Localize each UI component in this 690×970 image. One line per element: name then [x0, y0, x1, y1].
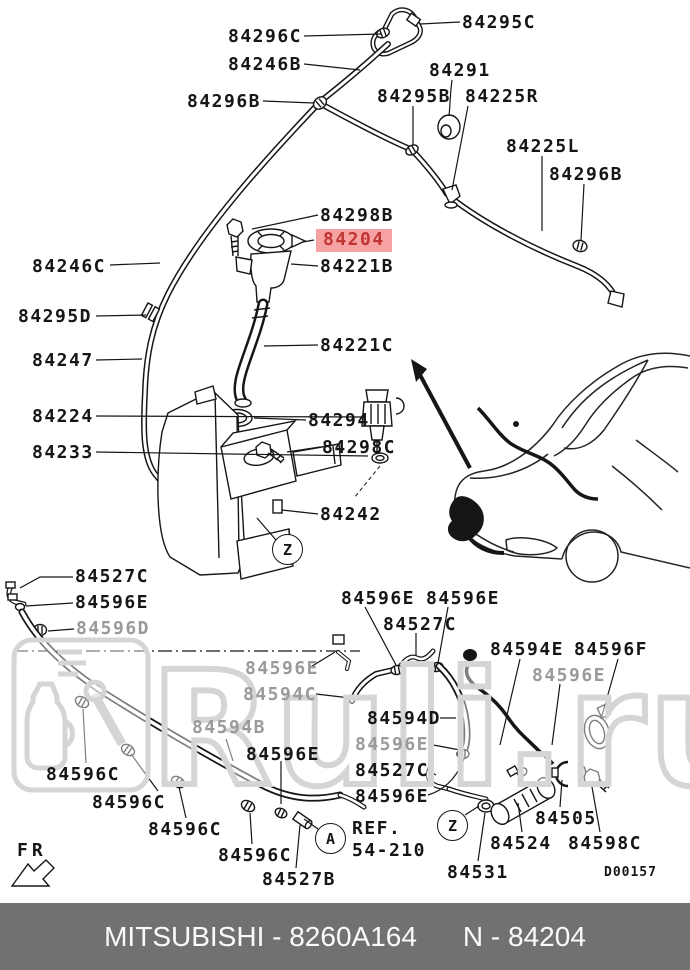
- part-label-84294: 84294: [308, 410, 370, 431]
- part-label-84596C: 84596C: [92, 792, 167, 813]
- part-label-84242: 84242: [320, 504, 382, 525]
- part-label-84594B: 84594B: [192, 717, 267, 738]
- tank-bracket: [292, 443, 342, 477]
- hose-84594E: [464, 659, 555, 766]
- bolt-84298C: [255, 441, 272, 459]
- part-label-84596E: 84596E: [426, 588, 501, 609]
- bolt-84598C: [583, 768, 601, 787]
- part-label-84298C: 84298C: [322, 437, 397, 458]
- part-label-84596E: 84596E: [532, 665, 607, 686]
- nipple-84527B: [291, 810, 313, 830]
- part-label-84295B: 84295B: [377, 86, 452, 107]
- in-car-washer-tank: [447, 496, 484, 542]
- part-label-84527C: 84527C: [355, 760, 430, 781]
- part-label-84531: 84531: [447, 862, 509, 883]
- part-label-84596E: 84596E: [246, 744, 321, 765]
- car-outline: [411, 352, 690, 583]
- part-label-84295D: 84295D: [18, 306, 93, 327]
- leader-lines-center: [251, 214, 321, 541]
- filler-neck-group: [221, 218, 307, 428]
- part-label-84221C: 84221C: [320, 335, 395, 356]
- part-label-84221B: 84221B: [320, 256, 395, 277]
- part-label-84527C: 84527C: [383, 614, 458, 635]
- clamp-84596F: [583, 714, 611, 750]
- washer-tank: [157, 385, 342, 580]
- part-label-84596D: 84596D: [76, 618, 151, 639]
- part-label-84505: 84505: [535, 808, 597, 829]
- nozzle-far-right: [607, 290, 625, 308]
- part-label-84596C: 84596C: [218, 845, 293, 866]
- footer-part-number: N - 84204: [462, 920, 586, 952]
- part-label-84246B: 84246B: [228, 54, 303, 75]
- part-label-84204-highlighted: 84204: [316, 229, 392, 252]
- clip-84242: [272, 499, 283, 514]
- part-label-84295C: 84295C: [462, 12, 537, 33]
- detail-marker-Z: Z: [437, 810, 468, 841]
- part-label-84291: 84291: [429, 60, 491, 81]
- part-label-54-210: 54-210: [352, 840, 427, 861]
- part-label-84296C: 84296C: [228, 26, 303, 47]
- pump-84224: [353, 389, 405, 499]
- part-label-84224: 84224: [32, 406, 94, 427]
- part-label-REF.: REF.: [352, 818, 402, 839]
- part-label-FR: FR: [17, 840, 47, 861]
- part-label-84298B: 84298B: [320, 205, 395, 226]
- nozzle-right: [442, 184, 461, 206]
- funnel-84221B: [250, 250, 292, 303]
- part-label-84596E: 84596E: [355, 734, 430, 755]
- part-label-84225L: 84225L: [506, 136, 581, 157]
- part-label-84296B: 84296B: [187, 91, 262, 112]
- part-label-84225R: 84225R: [465, 86, 540, 107]
- part-label-D00157: D00157: [604, 865, 657, 880]
- engine-bay-hose: [476, 406, 599, 501]
- detail-marker-A: A: [315, 823, 346, 854]
- part-label-84598C: 84598C: [568, 833, 643, 854]
- part-label-84247: 84247: [32, 350, 94, 371]
- part-label-84596E: 84596E: [341, 588, 416, 609]
- part-label-84596E: 84596E: [245, 658, 320, 679]
- fr-direction-arrow: [10, 859, 55, 887]
- part-label-84596E: 84596E: [355, 786, 430, 807]
- grommet-84233: [371, 452, 389, 464]
- part-label-84596E: 84596E: [75, 592, 150, 613]
- washer-hoses-top: [140, 7, 625, 493]
- pump-assembly-84524: [477, 703, 611, 826]
- part-label-84594C: 84594C: [243, 684, 318, 705]
- part-label-84524: 84524: [490, 833, 552, 854]
- part-label-84596C: 84596C: [148, 819, 223, 840]
- part-label-84527B: 84527B: [262, 869, 337, 890]
- joint-84295D: [140, 302, 161, 323]
- part-label-84594E: 84594E: [490, 639, 565, 660]
- part-label-84527C: 84527C: [75, 566, 150, 587]
- part-label-84246C: 84246C: [32, 256, 107, 277]
- part-label-84233: 84233: [32, 442, 94, 463]
- leader-lines-top: [95, 21, 585, 457]
- part-label-84596F: 84596F: [574, 639, 649, 660]
- cap-84204: [247, 228, 295, 254]
- part-label-84594D: 84594D: [367, 708, 442, 729]
- location-arrow: [417, 372, 472, 469]
- footer-brand-part: MITSUBISHI - 8260A164: [104, 920, 417, 952]
- bolt-84298B: [226, 218, 244, 238]
- part-label-84296B: 84296B: [549, 164, 624, 185]
- detail-marker-Z: Z: [272, 534, 303, 565]
- part-label-84596C: 84596C: [46, 764, 121, 785]
- footer-bar: MITSUBISHI - 8260A164 N - 84204: [0, 903, 690, 970]
- diagram-line-art: [5, 7, 690, 887]
